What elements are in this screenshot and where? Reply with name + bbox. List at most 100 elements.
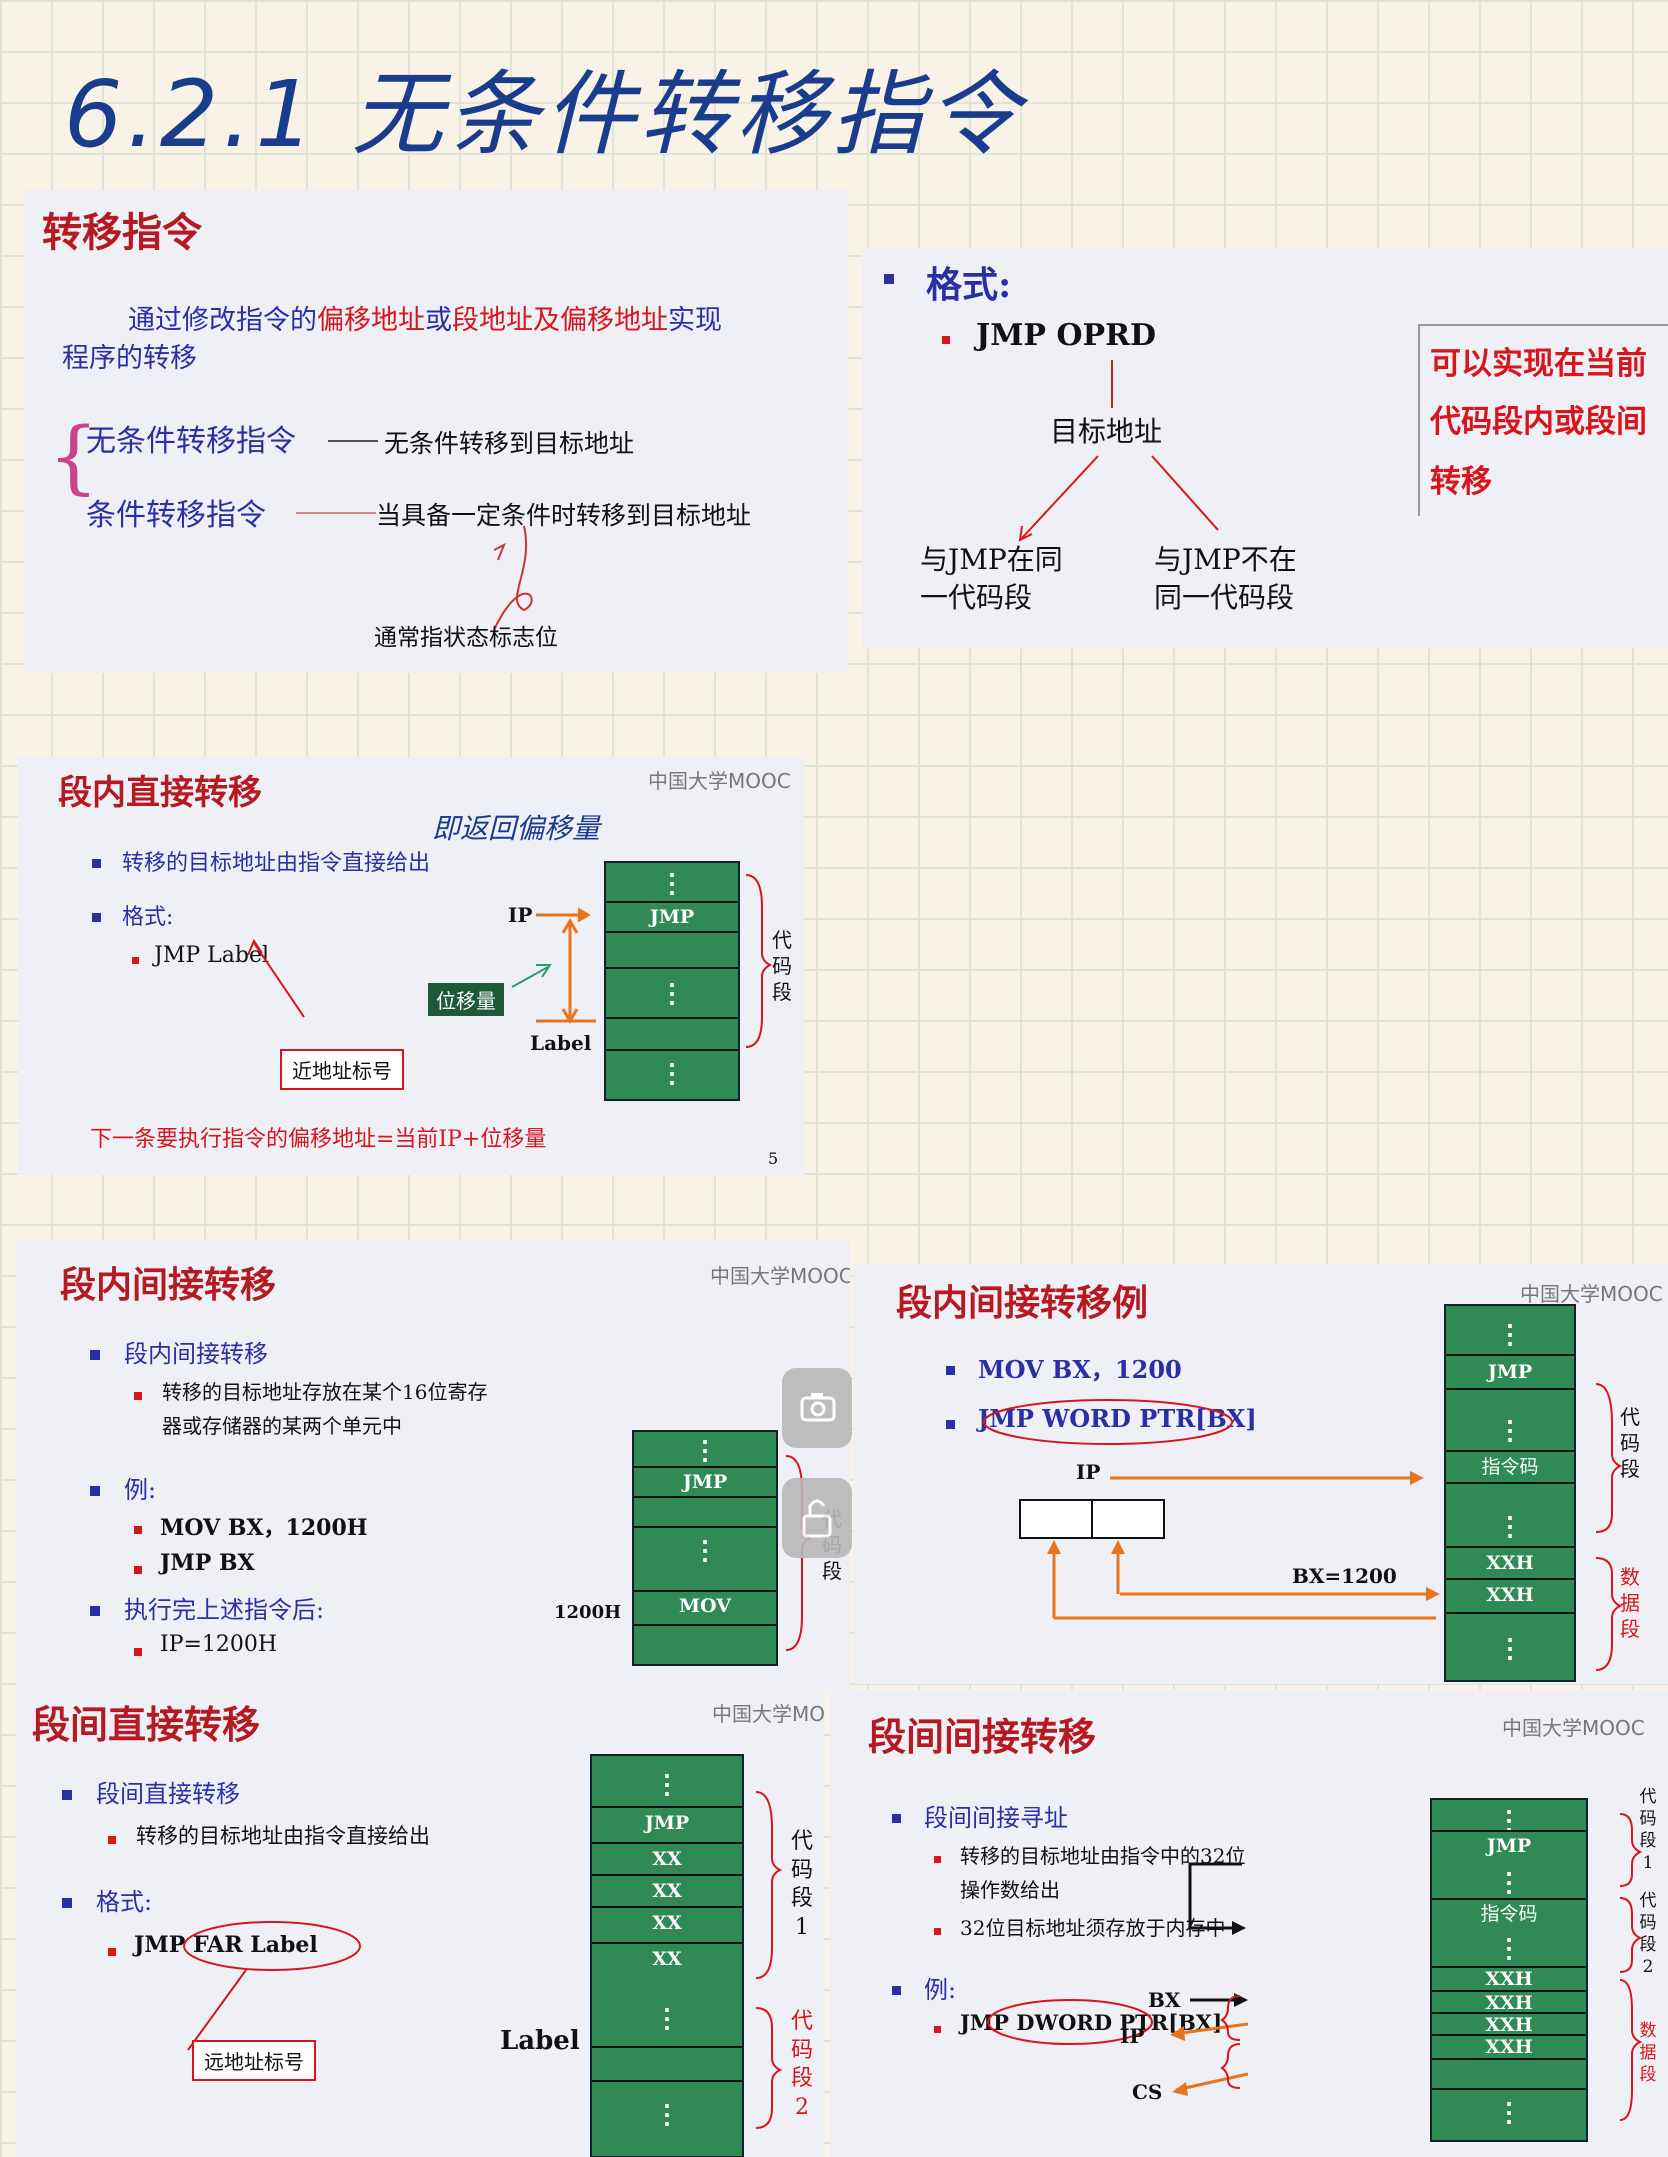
- bullet-text: 格式:: [96, 1888, 153, 1916]
- code-segment-label: 代码段: [1620, 1405, 1640, 1481]
- memory-cell: ⋮: [1497, 1634, 1523, 1664]
- sub-bullet: [132, 957, 139, 964]
- ip-label: IP: [1076, 1460, 1101, 1484]
- mooc-logo: 中国大学MOOC: [712, 1702, 824, 1726]
- sub-bullet: [134, 1526, 142, 1534]
- sub-text: 操作数给出: [960, 1878, 1060, 1902]
- displacement-tag: 位移量: [428, 983, 504, 1016]
- memory-cell: ⋮: [659, 979, 685, 1009]
- brace-icon: [785, 1455, 813, 1651]
- note-line3: 转移: [1430, 464, 1492, 500]
- memory-cell: [634, 1496, 776, 1498]
- memory-cell: [634, 1526, 776, 1528]
- data-segment-label: 数据段: [1620, 1565, 1640, 1641]
- code-segment-1-label: 代码段1: [1639, 1787, 1657, 1874]
- desc-line2: 程序的转移: [62, 343, 197, 374]
- unlock-button[interactable]: [782, 1478, 852, 1558]
- bullet-text: 段间直接转移: [96, 1780, 240, 1808]
- memory-cell: [1446, 1388, 1574, 1390]
- format-tree-lines: [1018, 360, 1219, 542]
- slide-title: 转移指令: [42, 210, 202, 256]
- code-segment-2-label: 代码段2: [1639, 1891, 1657, 1978]
- slide-format: 格式: JMP OPRD 目标地址 与JMP在同 一代码段 与JMP不在 同一代…: [862, 248, 1668, 648]
- slide-title: 段间间接转移: [868, 1715, 1097, 1759]
- memory-cell: ⋮: [654, 2004, 680, 2034]
- bullet: [90, 1606, 100, 1616]
- near-label-box: 近地址标号: [280, 1049, 404, 1090]
- memory-cell: ⋮: [659, 1059, 685, 1089]
- sub-bullet: [934, 1856, 941, 1863]
- camera-button[interactable]: [782, 1368, 852, 1448]
- bullet-text: 执行完上述指令后:: [124, 1596, 325, 1624]
- memory-cell: XXH: [1432, 1990, 1586, 2014]
- sub-bullet: [134, 1648, 142, 1656]
- item-unconditional-desc: 无条件转移到目标地址: [384, 429, 635, 458]
- page-number: 5: [768, 1149, 779, 1168]
- mooc-logo: 中国大学MOOC: [1520, 1282, 1663, 1306]
- bullet-text: 段内间接转移: [124, 1340, 268, 1368]
- unlock-icon: [802, 1499, 832, 1538]
- example-diagram: [983, 1383, 1623, 1671]
- desc-red1: 偏移地址: [317, 305, 425, 336]
- memory-cell: 指令码: [1432, 1898, 1586, 1928]
- slide-intra-indirect-example: 段内间接转移例 中国大学MOOC MOV BX，1200 JMP WORD PT…: [854, 1264, 1668, 1684]
- handwritten-annotation-arrow: [493, 525, 533, 631]
- note-line2: 代码段内或段间: [1430, 404, 1647, 440]
- item-conditional-desc: 当具备一定条件时转移到目标地址: [376, 501, 752, 530]
- ip-label: IP: [508, 903, 533, 927]
- handwritten-note: 即返回偏移量: [432, 812, 601, 845]
- memory-cell: [592, 2046, 742, 2048]
- memory-cell: XX: [592, 1906, 742, 1938]
- format-instruction: JMP FAR Label: [134, 1932, 318, 1958]
- bullet: [92, 913, 101, 922]
- slide-transfer-instructions: 转移指令 通过修改指令的偏移地址或段地址及偏移地址实现 程序的转移 { 无条件转…: [24, 190, 848, 673]
- page-title: 6.2.1 无条件转移指令: [64, 61, 1024, 168]
- memory-cell: [606, 931, 738, 933]
- dash-line: [296, 512, 376, 514]
- mooc-logo: 中国大学MOOC: [648, 769, 791, 793]
- memory-cell: [1432, 2058, 1586, 2060]
- memory-cell: [606, 967, 738, 969]
- cs-label: CS: [1132, 2080, 1163, 2104]
- sub-text: JMP BX: [160, 1550, 255, 1576]
- slide-intra-indirect: 段内间接转移 中国大学MOOC 段内间接转移 转移的目标地址存放在某个16位寄存…: [16, 1240, 850, 1690]
- slide-title: 段间直接转移: [32, 1703, 261, 1747]
- other-segment-line1: 与JMP不在: [1154, 543, 1297, 576]
- label-text: Label: [500, 2026, 580, 2056]
- sub-bullet: [108, 1948, 116, 1956]
- sub-text: 器或存储器的某两个单元中: [162, 1414, 402, 1438]
- bullet: [946, 1420, 955, 1429]
- format-instruction: JMP Label: [154, 943, 270, 968]
- desc-part1: 通过修改指令的: [128, 305, 317, 336]
- memory-cell: [606, 1049, 738, 1051]
- note-line1: 可以实现在当前: [1430, 346, 1647, 382]
- bullet-text: 例:: [924, 1976, 957, 2004]
- desc-part3: 实现: [668, 305, 722, 336]
- memory-cell: [592, 2080, 742, 2082]
- bullet-text: 转移的目标地址由指令直接给出: [122, 851, 431, 876]
- data-segment-label: 数据段: [1639, 2021, 1657, 2086]
- memory-cell: ⋮: [692, 1536, 718, 1566]
- code-segment-stack: ⋮ JMP ⋮ ⋮: [604, 861, 740, 1101]
- sub-bullet: [134, 1566, 142, 1574]
- code-segment-label: 代码段: [772, 928, 792, 1004]
- desc-red2: 段地址及偏移地址: [452, 305, 668, 336]
- memory-cell: ⋮: [1496, 1806, 1522, 1836]
- handwritten-note: 通常指状态标志位: [374, 625, 558, 651]
- slide-description: 通过修改指令的偏移地址或段地址及偏移地址实现: [128, 298, 722, 337]
- target-address: 目标地址: [1050, 415, 1163, 448]
- slide-inter-direct: 段间直接转移 中国大学MOOC 段间直接转移 转移的目标地址由指令直接给出 格式…: [16, 1688, 824, 2157]
- bullet: [92, 859, 101, 868]
- same-segment-line1: 与JMP在同: [920, 543, 1063, 576]
- slide-title: 段内间接转移例: [896, 1283, 1149, 1324]
- format-heading: 格式:: [926, 264, 1012, 306]
- bullet: [62, 1790, 72, 1800]
- brace-icon: {: [48, 410, 99, 503]
- bullet-text: MOV BX，1200: [978, 1355, 1182, 1384]
- memory-cell: XXH: [1432, 1966, 1586, 1990]
- slide-intra-direct: 段内直接转移 中国大学MOOC 即返回偏移量 转移的目标地址由指令直接给出 格式…: [18, 757, 804, 1175]
- sub-bullet: [934, 1928, 941, 1935]
- memory-cell: XX: [592, 1842, 742, 1874]
- memory-cell: MOV: [634, 1590, 776, 1620]
- address-label: 1200H: [554, 1602, 622, 1623]
